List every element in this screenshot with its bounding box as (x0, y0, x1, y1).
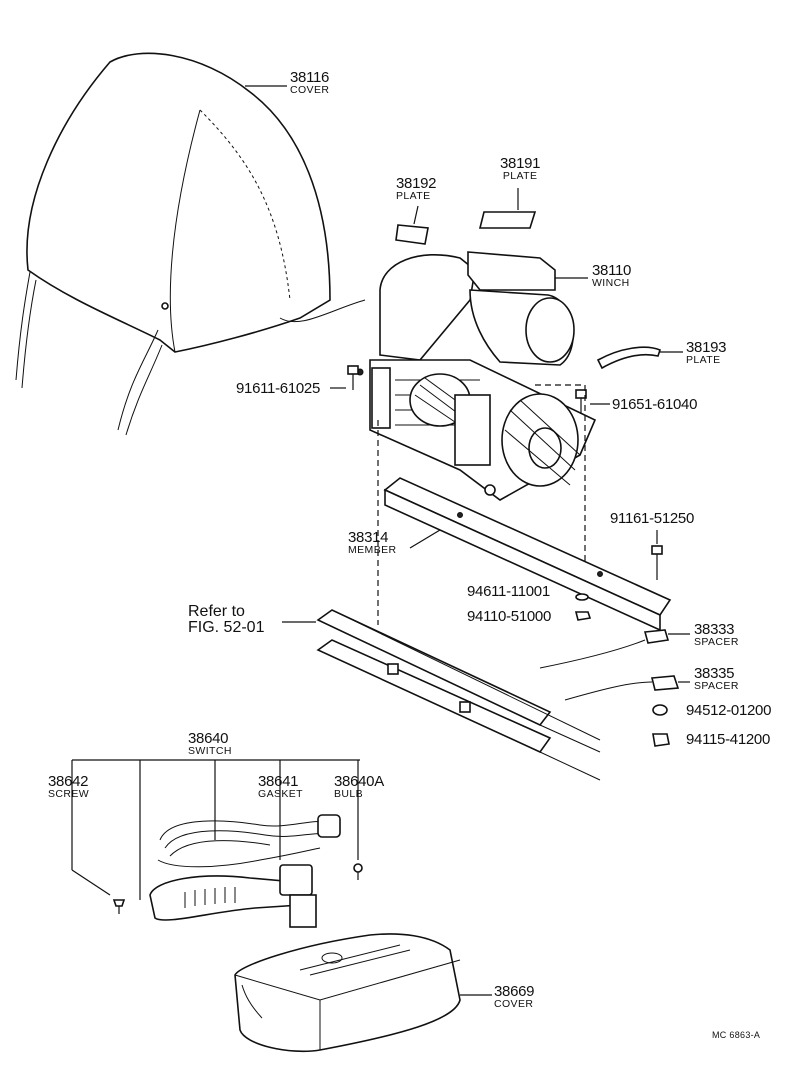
callout-38191: 38191 PLATE (500, 155, 541, 182)
bulb-38640a-drawing (353, 863, 363, 880)
callout-38110: 38110 WINCH (592, 263, 631, 289)
callout-94115-41200: 94115-41200 (686, 731, 771, 748)
bolt-91161-drawing (651, 545, 663, 580)
switch-cover-drawing (234, 933, 461, 1053)
part-name: COVER (494, 998, 534, 1010)
part-name: MEMBER (348, 544, 397, 556)
callout-38116: 38116 COVER (290, 70, 329, 96)
reference-note: Refer to FIG. 52-01 (188, 604, 264, 636)
callout-91611-61025: 91611-61025 (236, 380, 321, 397)
washer-94512-drawing (652, 704, 668, 716)
part-number: 38641 (258, 773, 299, 790)
callout-38669: 38669 COVER (494, 983, 535, 1010)
callout-94611-11001: 94611-11001 (467, 583, 550, 600)
part-name: SWITCH (188, 745, 232, 757)
screw-38642-drawing (112, 899, 126, 914)
winch-cover-drawing (15, 52, 366, 436)
part-number: 38640 (188, 730, 229, 747)
part-name: BULB (334, 788, 364, 800)
part-number: 38640A (334, 773, 384, 790)
bolt-91651-drawing (575, 389, 587, 414)
part-number: 38193 (686, 339, 727, 356)
part-name: PLATE (396, 190, 431, 202)
callout-38335: 38335 SPACER (694, 666, 739, 692)
callout-38641: 38641 GASKET (258, 774, 303, 800)
part-name: SPACER (694, 680, 739, 692)
bolt-91611-drawing (347, 365, 359, 390)
part-number: 38116 (290, 69, 330, 86)
callout-38192: 38192 PLATE (396, 175, 437, 202)
part-number: 38335 (694, 665, 735, 682)
plate-38193-drawing (596, 346, 661, 370)
part-name: COVER (290, 84, 330, 96)
part-number: 38333 (694, 621, 735, 638)
callout-38193: 38193 PLATE (686, 339, 727, 366)
frame-drawing (316, 609, 601, 781)
part-number: 38314 (348, 529, 389, 546)
callout-38640: 38640 SWITCH (188, 731, 232, 757)
callout-38314: 38314 MEMBER (348, 530, 397, 556)
callout-91651-61040: 91651-61040 (612, 396, 698, 413)
callout-91161-51250: 91161-51250 (610, 510, 695, 527)
part-name: PLATE (502, 170, 538, 182)
callout-38333: 38333 SPACER (694, 622, 739, 648)
part-name: SPACER (694, 636, 739, 648)
part-number: 38192 (396, 175, 437, 192)
part-name: SCREW (48, 788, 90, 800)
callout-38642: 38642 SCREW (48, 774, 89, 800)
callout-94512-01200: 94512-01200 (686, 702, 772, 719)
part-number: 38669 (494, 983, 535, 1000)
nut-94110-drawing (574, 611, 592, 621)
part-name: WINCH (592, 277, 630, 289)
nut-94115-drawing (652, 733, 670, 747)
spacer-38333-drawing (643, 629, 670, 644)
part-number: 38642 (48, 773, 89, 790)
part-number: 38110 (592, 262, 632, 279)
switch-drawing (149, 814, 341, 928)
plate-38192-drawing (395, 224, 429, 245)
member-drawing (383, 477, 672, 632)
reference-line2: FIG. 52-01 (188, 619, 265, 636)
part-name: GASKET (258, 788, 303, 800)
callout-38640A: 38640A BULB (334, 774, 384, 800)
part-number: 38191 (500, 155, 541, 172)
winch-drawing (356, 251, 597, 501)
plate-38191-drawing (478, 211, 537, 229)
part-name: PLATE (686, 354, 721, 366)
washer-94611-drawing (575, 593, 589, 601)
figure-code: MC 6863-A (712, 1030, 761, 1040)
spacer-38335-drawing (650, 675, 680, 691)
callout-94110-51000: 94110-51000 (467, 608, 552, 625)
reference-line1: Refer to (188, 603, 245, 620)
